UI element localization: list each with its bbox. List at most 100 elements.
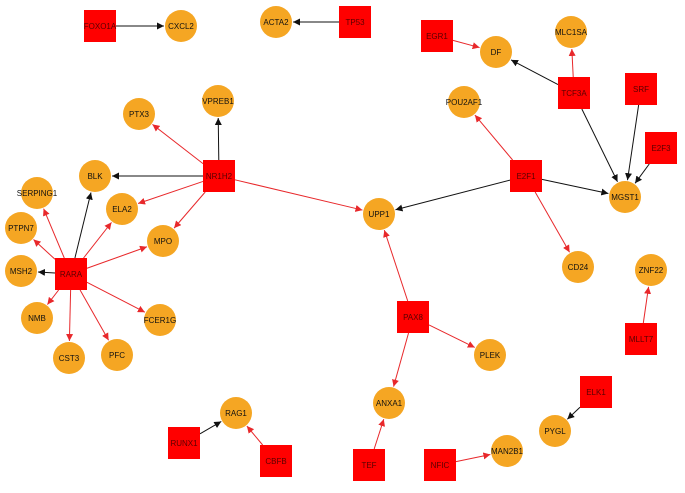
regulator-square — [168, 427, 200, 459]
edge-rara-to-fcer1g — [86, 281, 146, 313]
edge-nr1h2-to-upp1 — [234, 179, 363, 212]
node-label: MLLT7 — [629, 335, 654, 344]
node-rara: RARA — [55, 258, 87, 290]
node-srf: SRF — [625, 73, 657, 105]
edge-pax8-to-anxa1 — [392, 332, 410, 387]
regulator-square — [84, 10, 116, 42]
node-fcer1g: FCER1G — [144, 304, 176, 336]
regulator-square — [510, 160, 542, 192]
node-runx1: RUNX1 — [168, 427, 200, 459]
node-label: TCF3A — [561, 89, 587, 98]
node-mgst1: MGST1 — [609, 181, 641, 213]
node-label: CBFB — [265, 457, 286, 466]
node-e2f1: E2F1 — [510, 160, 542, 192]
target-circle — [5, 212, 37, 244]
node-label: POU2AF1 — [446, 98, 483, 107]
node-label: EGR1 — [426, 32, 448, 41]
node-upp1: UPP1 — [363, 198, 395, 230]
node-label: SRF — [633, 85, 649, 94]
edge-e2f1-to-upp1 — [395, 179, 511, 212]
node-label: PTPN7 — [8, 224, 34, 233]
node-tp53: TP53 — [339, 6, 371, 38]
node-mpo: MPO — [147, 225, 179, 257]
target-circle — [448, 86, 480, 118]
node-cxcl2: CXCL2 — [165, 10, 197, 42]
edge-rara-to-pfc — [79, 289, 110, 341]
edge-rara-to-mpo — [86, 245, 148, 269]
edge-mllt7-to-znf22 — [642, 286, 652, 324]
node-label: E2F1 — [516, 172, 536, 181]
node-e2f3: E2F3 — [645, 132, 677, 164]
edge-tcf3a-to-mgst1 — [581, 108, 618, 182]
node-foxo1a: FOXO1A — [84, 10, 117, 42]
target-circle — [555, 16, 587, 48]
edge-nfic-to-man2b1 — [455, 452, 491, 463]
target-circle — [106, 193, 138, 225]
edge-e2f1-to-pou2af1 — [474, 114, 513, 161]
node-ptpn7: PTPN7 — [5, 212, 37, 244]
node-msh2: MSH2 — [5, 255, 37, 287]
edge-nr1h2-to-ptx3 — [152, 124, 204, 164]
edge-pax8-to-plek — [428, 324, 475, 348]
node-serping1: SERPING1 — [17, 177, 58, 209]
node-label: NR1H2 — [206, 172, 233, 181]
node-label: ACTA2 — [263, 18, 289, 27]
node-plek: PLEK — [474, 339, 506, 371]
target-circle — [609, 181, 641, 213]
target-circle — [491, 435, 523, 467]
node-label: SERPING1 — [17, 189, 58, 198]
edge-rara-to-nmb — [46, 289, 60, 305]
target-circle — [202, 85, 234, 117]
node-nr1h2: NR1H2 — [203, 160, 235, 192]
node-label: FOXO1A — [84, 22, 117, 31]
edge-rara-to-blk — [74, 192, 93, 259]
node-mllt7: MLLT7 — [625, 323, 657, 355]
node-acta2: ACTA2 — [260, 6, 292, 38]
edge-tcf3a-to-mlc1sa — [568, 48, 576, 78]
node-label: PYGL — [544, 427, 566, 436]
node-label: NFIC — [431, 461, 450, 470]
node-mlc1sa: MLC1SA — [555, 16, 588, 48]
target-circle — [101, 339, 133, 371]
target-circle — [147, 225, 179, 257]
regulator-square — [558, 77, 590, 109]
node-znf22: ZNF22 — [635, 254, 667, 286]
target-circle — [363, 198, 395, 230]
regulator-square — [353, 449, 385, 481]
edge-srf-to-mgst1 — [625, 104, 640, 181]
node-nfic: NFIC — [424, 449, 456, 481]
target-circle — [21, 177, 53, 209]
regulator-square — [421, 20, 453, 52]
edge-layer — [33, 18, 652, 463]
node-man2b1: MAN2B1 — [491, 435, 524, 467]
node-label: MAN2B1 — [491, 447, 524, 456]
node-vpreb1: VPREB1 — [202, 85, 234, 117]
edge-e2f1-to-cd24 — [534, 191, 570, 253]
node-label: FCER1G — [144, 316, 176, 325]
regulator-square — [645, 132, 677, 164]
node-label: MLC1SA — [555, 28, 588, 37]
edge-rara-to-ptpn7 — [33, 239, 56, 260]
node-label: MGST1 — [611, 193, 639, 202]
node-label: RAG1 — [225, 409, 247, 418]
edge-pax8-to-upp1 — [383, 229, 409, 302]
node-label: MSH2 — [10, 267, 33, 276]
regulator-square — [203, 160, 235, 192]
edge-nr1h2-to-mpo — [173, 191, 206, 229]
edge-rara-to-msh2 — [37, 268, 56, 276]
target-circle — [79, 160, 111, 192]
target-circle — [562, 251, 594, 283]
edge-nr1h2-to-ela2 — [137, 180, 204, 205]
edge-rara-to-ela2 — [83, 222, 112, 259]
edge-cbfb-to-rag1 — [246, 425, 264, 446]
node-label: PAX8 — [403, 313, 423, 322]
node-cd24: CD24 — [562, 251, 594, 283]
node-label: PLEK — [480, 351, 501, 360]
regulator-square — [260, 445, 292, 477]
regulator-square — [580, 376, 612, 408]
node-label: RARA — [60, 270, 83, 279]
node-cbfb: CBFB — [260, 445, 292, 477]
target-circle — [474, 339, 506, 371]
regulator-square — [625, 323, 657, 355]
